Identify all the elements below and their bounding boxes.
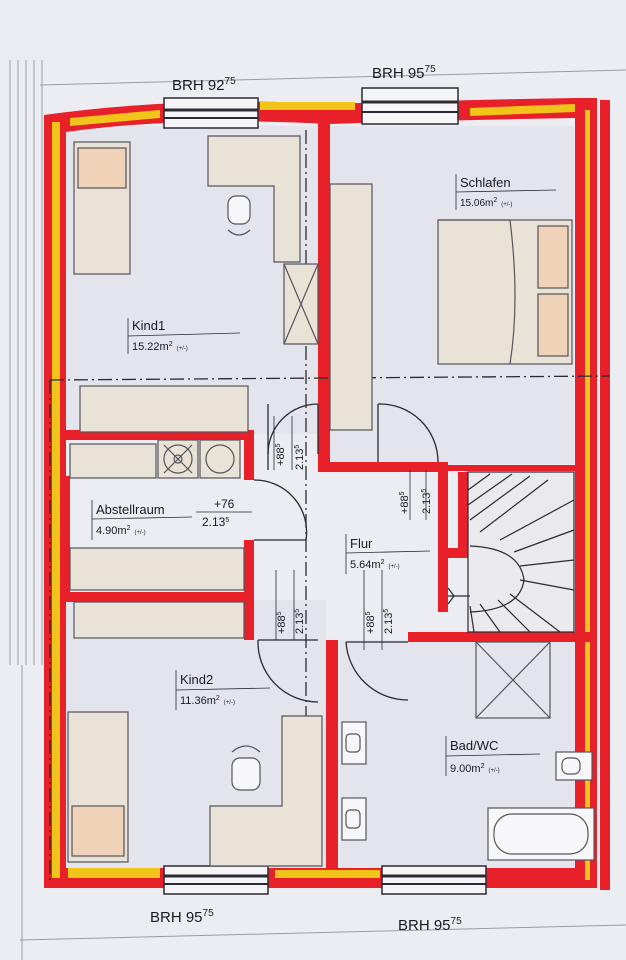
window-label-top-right: BRH 9575 [372,64,436,82]
room-label-flur: Flur 5.64m2(+/-) [345,534,431,574]
kind2-furniture [67,601,323,867]
door-dim-kind2-a: +885 [276,611,288,634]
staircase [447,471,575,633]
abstell-shelf-top [69,443,157,479]
window-bottom-left [163,865,269,895]
kind1-wardrobe [79,385,249,433]
kind1-furniture [73,135,319,433]
door-dim-abstell-a: +76 [214,497,235,511]
window-label-bottom-right: BRH 9575 [398,916,462,934]
schlafen-area: 15.06m2(+/-) [460,197,512,209]
kind2-chair [231,757,261,791]
door-dim-bad-b: 2.135 [383,609,395,634]
room-label-kind2: Kind2 11.36m2(+/-) [175,670,271,710]
door-dim-schlafen-a: +885 [399,491,411,514]
abstellraum-fixtures [69,439,245,591]
kind1-name: Kind1 [132,318,165,333]
door-dim-schlafen-b: 2.135 [421,489,433,514]
abstellraum-area: 4.90m2(+/-) [96,525,146,537]
door-dim-abstell: +76 2.135 [196,497,252,529]
kind1-desk [207,135,301,263]
bathtub [487,807,595,861]
abstellraum-name: Abstellraum [96,502,165,517]
schlafen-name: Schlafen [460,175,511,190]
kind1-area: 15.22m2(+/-) [132,341,188,353]
interior-walls [66,118,596,868]
door-dim-kind2: +885 2.135 [275,570,306,640]
shaft [475,641,551,719]
kind2-name: Kind2 [180,672,213,687]
door-dim-kind1-b: 2.135 [294,445,306,470]
kind1-pillow [77,147,127,189]
door-dim-kind1-a: +885 [275,443,287,466]
room-label-abstellraum: Abstellraum 4.90m2(+/-) [91,500,193,540]
door-dim-kind1: +885 2.135 [273,416,306,470]
window-label-top-left: BRH 9275 [172,76,236,94]
door-dim-schlafen: +885 2.135 [399,470,433,520]
abstell-shelf [69,547,245,591]
door-dim-bad: +885 2.135 [363,570,395,650]
bad-name: Bad/WC [450,738,498,753]
kind2-pillow [71,805,125,857]
window-bottom-right [381,865,487,895]
window-top-right [361,87,459,125]
room-label-schlafen: Schlafen 15.06m2(+/-) [455,174,557,210]
window-label-bottom-left: BRH 9575 [150,908,214,926]
margin-lines [9,60,626,960]
bad-area: 9.00m2(+/-) [450,763,500,775]
room-label-kind1: Kind1 15.22m2(+/-) [127,318,241,354]
kind2-area: 11.36m2(+/-) [180,695,235,707]
schlafen-pillow-1 [537,225,569,289]
flur-name: Flur [350,536,373,551]
schlafen-wardrobe [329,183,373,431]
schlafen-pillow-2 [537,293,569,357]
exterior-wall [44,98,610,890]
door-dim-kind2-b: 2.135 [294,609,306,634]
door-dim-abstell-b: 2.135 [202,515,229,529]
bad-fixtures [341,641,595,861]
door-swings [253,403,439,703]
window-top-left [163,97,259,129]
dryer [199,439,241,479]
flur-area: 5.64m2(+/-) [350,559,400,571]
kind2-wardrobe [73,601,245,639]
kind1-chair [227,195,251,225]
room-label-bad: Bad/WC 9.00m2(+/-) [445,736,541,776]
schlafen-furniture [329,183,573,431]
door-dim-bad-a: +885 [365,611,377,634]
kind2-desk [209,715,323,867]
